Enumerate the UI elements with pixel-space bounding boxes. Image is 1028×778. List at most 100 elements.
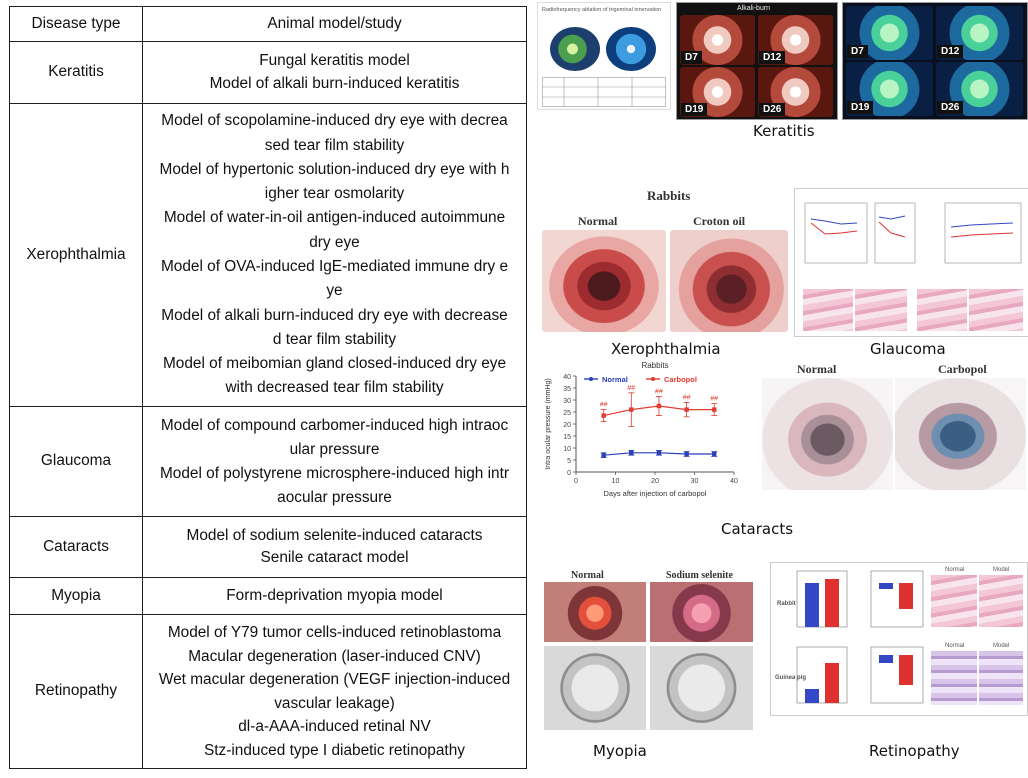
- myopia-eye-normal-photo: [544, 582, 646, 642]
- y-tick-label: 35: [563, 386, 571, 393]
- caption-glaucoma: Glaucoma: [870, 340, 946, 358]
- data-point: [712, 407, 717, 412]
- y-tick-label: 40: [563, 374, 571, 381]
- disease-cell: Xerophthalmia: [9, 103, 143, 407]
- chart-title: Rabbits: [641, 361, 668, 370]
- rabbit-eye-croton-photo: [670, 230, 788, 332]
- data-point: [601, 453, 606, 458]
- y-tick-label: 25: [563, 410, 571, 417]
- legend-label: Normal: [602, 375, 628, 384]
- data-point: [684, 451, 689, 457]
- retino-histology-guinea-normal: [931, 651, 977, 705]
- legend-label: Carbopol: [664, 375, 697, 384]
- data-point: [656, 450, 662, 455]
- data-point: [601, 413, 606, 418]
- y-tick-label: 0: [567, 470, 571, 477]
- table-row: Glaucoma Model of compound carbomer-indu…: [9, 406, 527, 517]
- day-label: D26: [937, 101, 964, 114]
- model-line: Form-deprivation myopia model: [226, 586, 443, 604]
- model-line: Model of sodium selenite-induced catarac…: [186, 526, 483, 544]
- legend-marker: [589, 377, 593, 381]
- myopia-normal-label: Normal: [571, 570, 604, 581]
- model-line: Model of Y79 tumor cells-induced retinob…: [167, 624, 502, 641]
- glaucoma-mini-charts: [804, 202, 1022, 264]
- myopia-eye-selenite-photo: [650, 582, 753, 642]
- keratitis-panel-title: Radiofrequency ablation of trigeminal in…: [542, 7, 662, 13]
- model-line: aocular pressure: [277, 488, 392, 506]
- model-line: Fungal keratitis model: [259, 52, 410, 69]
- model-line: Senile cataract model: [260, 549, 409, 566]
- model-line: Wet macular degeneration (VEGF injection…: [158, 671, 511, 688]
- y-tick-label: 20: [563, 422, 571, 429]
- retino-model-label: Model: [993, 567, 1010, 573]
- x-tick-label: 40: [730, 478, 738, 485]
- model-line: igher tear osmolarity: [264, 185, 405, 203]
- myopia-lens-selenite-photo: [650, 646, 753, 730]
- keratitis-mini-table: [542, 77, 666, 107]
- model-line: Model of OVA-induced IgE-mediated immune…: [160, 258, 509, 275]
- caption-cataracts: Cataracts: [721, 520, 794, 538]
- keratitis-figure-c: D7 D12 D19 D26: [842, 2, 1028, 120]
- y-axis-label: Intra ocular pressure (mmHg): [545, 378, 552, 469]
- eye-photo-green: [550, 27, 600, 71]
- eye-photo-blue: [606, 27, 656, 71]
- caption-keratitis: Keratitis: [753, 122, 815, 140]
- glaucoma-histology-4: [969, 289, 1023, 331]
- y-tick-label: 10: [563, 446, 571, 453]
- model-line: sed tear film stability: [264, 136, 405, 154]
- glaucoma-histology-1: [803, 289, 853, 331]
- retino-model-label: Model: [993, 643, 1010, 649]
- retino-normal-label: Normal: [945, 567, 965, 573]
- data-point: [629, 407, 634, 412]
- y-tick-label: 15: [563, 434, 571, 441]
- model-line: with decreased tear film stability: [225, 379, 444, 397]
- model-line: Model of compound carbomer-induced high …: [160, 416, 509, 434]
- models-cell: Model of scopolamine-induced dry eye wit…: [142, 103, 527, 407]
- models-cell: Fungal keratitis model Model of alkali b…: [142, 41, 527, 104]
- disease-cell: Glaucoma: [9, 406, 143, 517]
- retino-row-rabbit: Rabbit: [777, 601, 796, 607]
- caption-xerophthalmia: Xerophthalmia: [611, 340, 721, 358]
- x-tick-label: 20: [651, 478, 659, 485]
- model-line: Model of alkali burn-induced dry eye wit…: [161, 306, 508, 324]
- cataract-carbopol-label: Carbopol: [938, 362, 987, 376]
- model-line: dl-a-AAA-induced retinal NV: [238, 718, 431, 735]
- keratitis-figure-b: Alkali-burn D7 D12 D19 D26: [676, 2, 838, 120]
- significance-label: ##: [683, 394, 691, 401]
- caption-retinopathy: Retinopathy: [869, 742, 960, 760]
- retino-normal-label: Normal: [945, 643, 965, 649]
- retinopathy-figure: Rabbit Guinea pig Normal Model Normal Mo…: [770, 562, 1028, 716]
- disease-cell: Myopia: [9, 577, 143, 615]
- xero-panel-title: Rabbits: [647, 188, 691, 203]
- x-tick-label: 10: [612, 478, 620, 485]
- caption-myopia: Myopia: [593, 742, 647, 760]
- table-row: Xerophthalmia Model of scopolamine-induc…: [9, 103, 527, 407]
- myopia-selenite-label: Sodium selenite: [666, 570, 733, 581]
- data-point: [629, 450, 634, 455]
- table-row: Cataracts Model of sodium selenite-induc…: [9, 516, 527, 578]
- y-tick-label: 5: [567, 458, 571, 465]
- significance-label: ##: [710, 396, 718, 403]
- xero-croton-label: Croton oil: [693, 214, 746, 228]
- rabbit-eye-carbopol-photo: [895, 378, 1026, 490]
- model-line: ye: [326, 282, 343, 300]
- table-row: Retinopathy Model of Y79 tumor cells-ind…: [9, 614, 527, 769]
- day-label: D19: [847, 101, 874, 114]
- retino-histology-rabbit-model: [979, 575, 1023, 627]
- header-disease-type: Disease type: [9, 6, 143, 42]
- model-line: vascular leakage): [274, 694, 395, 712]
- glaucoma-figure: [794, 188, 1028, 337]
- disease-cell: Retinopathy: [9, 614, 143, 769]
- model-line: ular pressure: [289, 440, 380, 458]
- y-tick-label: 30: [563, 398, 571, 405]
- x-tick-label: 0: [574, 478, 578, 485]
- model-line: Model of polystyrene microsphere-induced…: [159, 464, 510, 482]
- significance-label: ##: [600, 402, 608, 409]
- model-line: Model of scopolamine-induced dry eye wit…: [161, 112, 508, 130]
- alkali-burn-title: Alkali-burn: [737, 5, 771, 12]
- model-line: Model of alkali burn-induced keratitis: [209, 74, 460, 92]
- table-row: Myopia Form-deprivation myopia model: [9, 577, 527, 615]
- disease-cell: Keratitis: [9, 41, 143, 104]
- retino-histology-rabbit-normal: [931, 575, 977, 627]
- legend-marker: [651, 377, 655, 381]
